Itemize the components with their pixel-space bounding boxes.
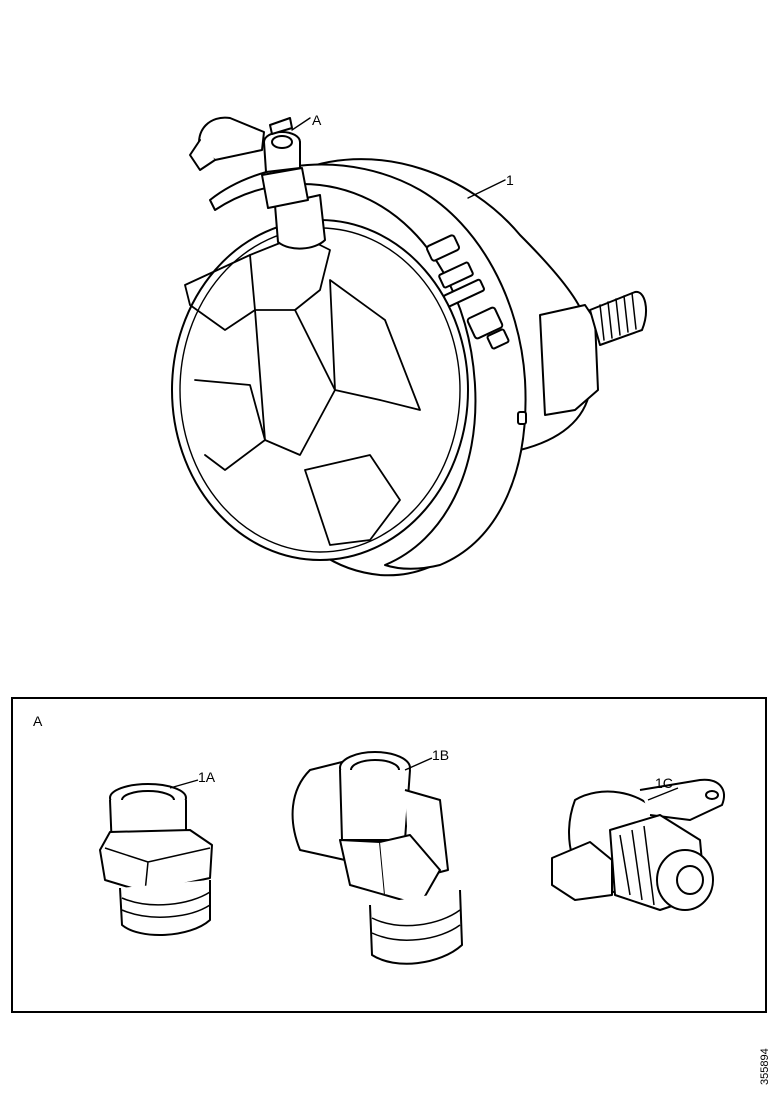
clamp-bolt — [426, 234, 510, 350]
threaded-stud — [589, 290, 647, 346]
brake-chamber-drawing — [171, 116, 647, 577]
fitting-1C — [551, 778, 725, 911]
leader-line-A — [291, 117, 311, 131]
detail-panel-title: A — [33, 713, 43, 729]
pushrod-boss — [539, 304, 599, 416]
cover-ribs — [184, 234, 421, 546]
fitting-1A — [99, 779, 213, 937]
leader-line-1 — [467, 179, 506, 199]
callout-A: A — [312, 112, 322, 128]
port-fitting-A — [189, 116, 326, 250]
detail-panel-frame — [11, 697, 767, 1013]
label-1C: 1C — [655, 775, 673, 791]
callout-1: 1 — [506, 172, 514, 188]
label-1A: 1A — [198, 769, 216, 785]
label-1B: 1B — [432, 747, 449, 763]
fitting-1B — [291, 751, 463, 965]
figure-code: 355894 — [759, 1048, 771, 1085]
side-tab — [517, 411, 527, 425]
clamp-band — [209, 163, 527, 570]
